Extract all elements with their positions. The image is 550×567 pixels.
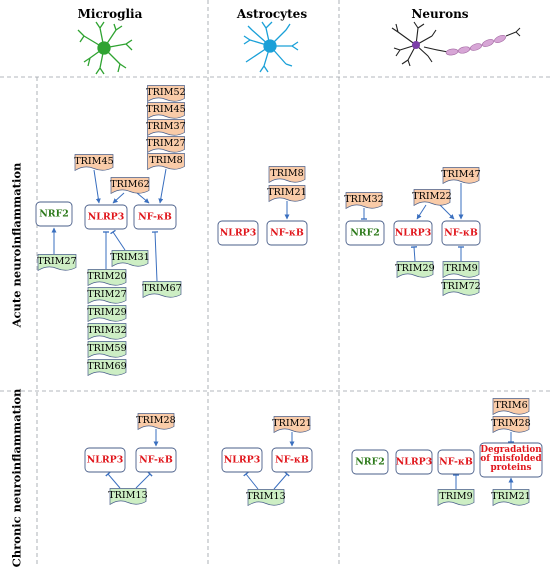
activation-arrow [136, 192, 150, 204]
trim-up-tag [413, 189, 451, 207]
inhibition-bar [273, 471, 290, 490]
trim-up-tag [492, 416, 530, 434]
trim-down-tag [37, 254, 77, 272]
trim-down-tag [87, 323, 127, 341]
astrocyte-cell-icon [243, 21, 299, 73]
target-box-nlrp3 [84, 447, 126, 473]
node-shapes [35, 85, 543, 507]
target-box-degradation [479, 442, 543, 478]
trim-up-tag [147, 102, 185, 120]
target-box-nfkb [266, 220, 308, 246]
activation-arrow [158, 168, 167, 204]
trim-up-tag [442, 167, 480, 185]
trim-up-tag [137, 413, 175, 431]
target-box-nrf2 [345, 220, 385, 246]
trim-down-tag [247, 489, 285, 507]
target-box-nfkb [135, 447, 177, 473]
inhibition-bar [135, 471, 153, 489]
target-box-nfkb [133, 204, 177, 230]
trim-up-tag [273, 416, 311, 434]
trim-down-tag [442, 279, 480, 297]
target-box-nlrp3 [84, 204, 128, 230]
trim-up-tag [268, 166, 306, 184]
target-box-nrf2 [35, 201, 73, 227]
trim-up-tag [74, 154, 114, 172]
activation-arrow [416, 204, 427, 220]
target-box-nlrp3 [217, 220, 259, 246]
trim-up-tag [110, 177, 150, 195]
activation-arrow [439, 204, 455, 220]
trim-up-tag [268, 185, 306, 203]
target-box-nlrp3 [395, 449, 433, 475]
inhibition-bar [243, 471, 259, 490]
trim-up-tag [147, 85, 185, 103]
microglia-cell-icon [77, 21, 133, 75]
trim-down-tag [109, 488, 147, 506]
trim-up-tag [147, 136, 185, 154]
trim-down-tag [437, 489, 475, 507]
inhibition-bar [151, 231, 159, 282]
trim-down-tag [87, 305, 127, 323]
trim-up-tag [492, 398, 530, 416]
trim-up-tag [147, 119, 185, 137]
inhibition-bar [105, 471, 121, 489]
activation-arrow [112, 192, 125, 204]
regulation-connectors [51, 168, 514, 490]
trim-down-tag [111, 250, 149, 268]
target-box-nlrp3 [221, 447, 263, 473]
trim-down-tag [492, 489, 530, 507]
trim-down-tag [87, 269, 127, 287]
trim-down-tag [396, 261, 434, 279]
trim-down-tag [87, 359, 127, 377]
target-box-nfkb [271, 447, 313, 473]
trim-down-tag [142, 281, 182, 299]
trim-up-tag [147, 153, 185, 171]
target-box-nrf2 [351, 449, 389, 475]
target-box-nfkb [437, 449, 475, 475]
target-box-nlrp3 [393, 220, 433, 246]
inhibition-bar [410, 246, 418, 262]
trim-up-tag [345, 192, 383, 210]
target-box-nfkb [441, 220, 481, 246]
neuron-cell-icon [391, 21, 521, 67]
activation-arrow [93, 169, 101, 204]
inhibition-bar [110, 229, 126, 251]
trim-down-tag [87, 287, 127, 305]
trim-down-tag [442, 261, 480, 279]
trim-down-tag [87, 341, 127, 359]
